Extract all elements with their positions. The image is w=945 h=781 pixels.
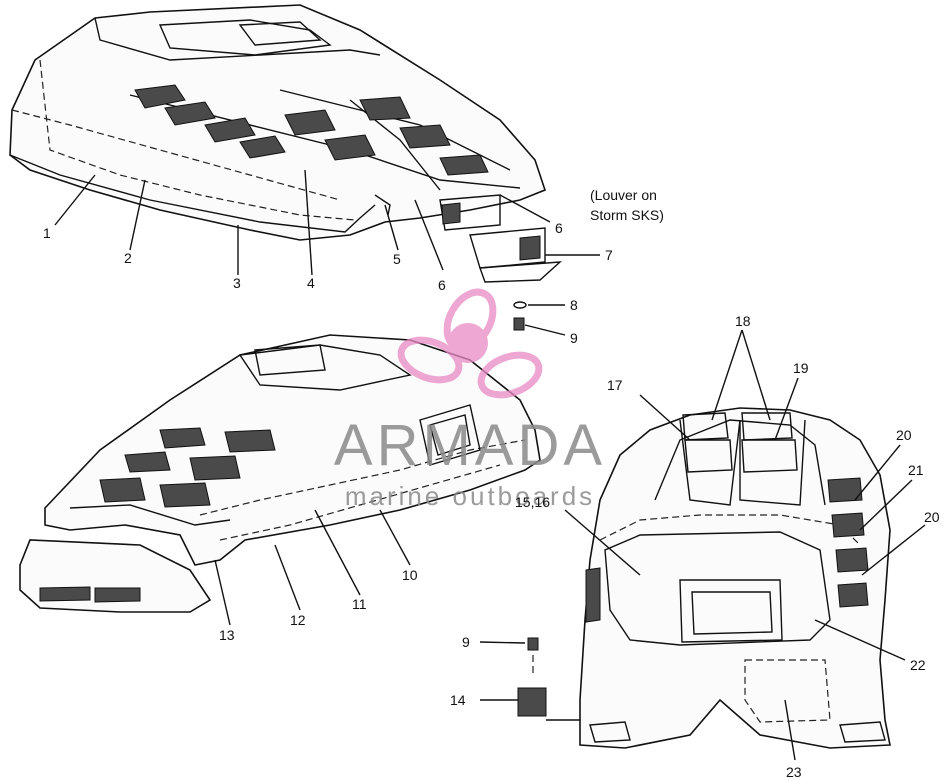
callout-14: 14 [450,692,466,708]
callout-10: 10 [402,567,418,583]
callout-13: 13 [219,627,235,643]
louver-note-line-1: (Louver on [590,187,657,203]
hood-rear-view [517,407,891,749]
watermark-tagline: marine outboards [345,481,595,511]
callout-22: 22 [910,657,926,673]
louver-note-line-2: Storm SKS) [590,207,664,223]
callout-3: 3 [233,275,241,291]
callout-7: 7 [605,247,613,263]
callout-9-bottom: 9 [462,634,470,650]
watermark-brand: ARMADA [334,413,606,478]
callout-11: 11 [352,596,367,612]
callout-6-upper: 6 [555,220,563,236]
callout-2: 2 [124,250,132,266]
callout-1: 1 [43,225,51,241]
armada-logo [397,288,543,399]
callout-6-lower: 6 [438,277,446,293]
callout-20-lower: 20 [924,509,940,525]
callout-19: 19 [793,360,809,376]
callout-4: 4 [307,275,315,291]
callout-9-top: 9 [570,330,578,346]
callout-8: 8 [570,297,578,313]
callout-23: 23 [786,764,802,780]
leader-lines [54,169,926,761]
callout-labels: 1 2 3 4 5 6 6 7 8 9 (Louver on Storm SKS… [43,187,940,780]
hood-middle [19,334,541,613]
callout-12: 12 [290,612,306,628]
callout-15-16: 15,16 [515,494,550,510]
callout-18: 18 [735,313,751,329]
hood-top [9,4,562,331]
callout-21: 21 [908,462,924,478]
callout-17: 17 [607,377,623,393]
callout-5: 5 [393,251,401,267]
callout-20-upper: 20 [896,427,912,443]
